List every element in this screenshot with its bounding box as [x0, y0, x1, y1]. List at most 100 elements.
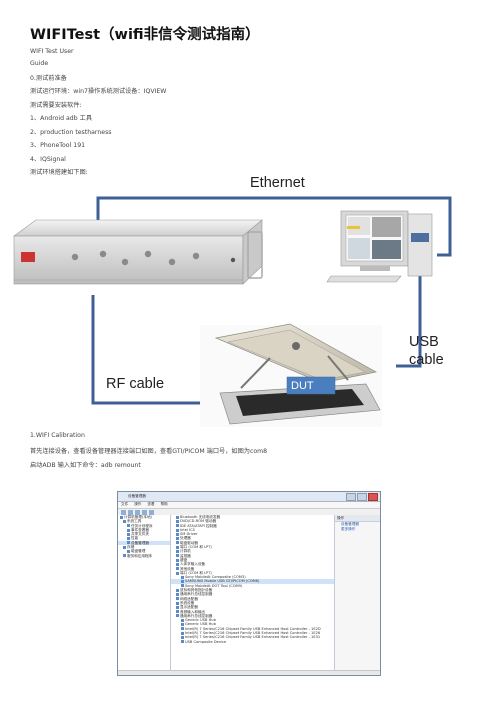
device-icon	[176, 545, 179, 549]
tree-row-label: 计算机管理(本地)	[124, 515, 152, 519]
tree-row[interactable]: 事件查看器	[118, 528, 170, 532]
device-icon	[176, 567, 179, 571]
tree-row-label: 端口 (COM 和 LPT)	[180, 545, 212, 550]
tree-row-label: 音频输入和输出	[180, 609, 206, 614]
device-icon	[181, 623, 184, 627]
device-icon	[176, 524, 179, 528]
tree-row[interactable]: Intel ICS	[171, 528, 334, 532]
tree-row[interactable]: USB Composite Device	[171, 640, 334, 644]
tree-row-label: 端口 (COM 和 LPT)	[180, 570, 212, 575]
tree-row[interactable]: 键盘	[171, 558, 334, 562]
device-icon	[176, 601, 179, 605]
device-icon	[176, 519, 179, 523]
tree-row-label: Sony MobileAt Composite (COM3)	[185, 575, 246, 580]
tree-row[interactable]: IDE ATA/ATAPI 控制器	[171, 524, 334, 528]
device-icon	[127, 541, 130, 545]
tree-row[interactable]: Sony MobileAt DOT Tool (COM9)	[171, 584, 334, 588]
tree-row-label: Intel ICS	[180, 527, 195, 532]
tree-row[interactable]: 显示适配器	[171, 605, 334, 609]
device-icon	[127, 532, 130, 536]
tree-row[interactable]: Intel(R) 7 Series/C216 Chipset Family US…	[171, 635, 334, 639]
window-title: 设备管理器	[128, 494, 146, 498]
tree-row[interactable]: 计算机	[171, 549, 334, 553]
shield-box	[200, 323, 382, 427]
tree-row[interactable]: 设备管理器	[118, 540, 170, 546]
tree-row-label: 通用串行总线控制器	[180, 613, 213, 618]
help-icon[interactable]	[142, 510, 147, 515]
menu-help[interactable]: 帮助	[160, 502, 168, 506]
tree-row-label: 网络适配器	[180, 596, 198, 601]
tree-row[interactable]: 共享文件夹	[118, 532, 170, 536]
device-icon	[176, 528, 179, 532]
tree-row[interactable]: 端口 (COM 和 LPT)	[171, 571, 334, 575]
tree-row[interactable]: 其他设备	[171, 567, 334, 571]
menu-action[interactable]: 操作	[134, 502, 142, 506]
tree-row[interactable]: 端口 (COM 和 LPT)	[171, 545, 334, 549]
test-pc	[326, 210, 433, 283]
tree-row[interactable]: SM Driver	[171, 532, 334, 536]
tree-row[interactable]: 计算机管理(本地)	[118, 515, 170, 519]
tree-row[interactable]: SAMSUNG Mobile USB GTI/PICOM (COM8)	[171, 579, 334, 584]
tree-row-label: Intel(R) 7 Series/C216 Chipset Family US…	[185, 631, 321, 636]
back-icon[interactable]	[121, 510, 126, 515]
actions-item[interactable]: 设备管理器	[341, 522, 359, 526]
menu-view[interactable]: 查看	[147, 502, 155, 506]
device-icon	[127, 537, 130, 541]
properties-icon[interactable]	[135, 510, 140, 515]
tree-row[interactable]: DVD/CD-ROM 驱动器	[171, 519, 334, 523]
tree-row[interactable]: 任务计划程序	[118, 524, 170, 528]
tree-row[interactable]: Bluetooth 无线电收发器	[171, 515, 334, 519]
tree-row[interactable]: Sony MobileAt Composite (COM3)	[171, 575, 334, 579]
tree-row[interactable]: 音频输入和输出	[171, 610, 334, 614]
actions-pane: 操作 设备管理器 更多操作	[335, 515, 380, 675]
doc-line: 0.测试前准备	[30, 75, 67, 82]
window-titlebar: 设备管理器	[118, 492, 380, 502]
status-bar	[118, 670, 380, 675]
minimize-icon[interactable]	[346, 493, 356, 501]
tree-row-label: 系统设备	[180, 600, 195, 605]
test-setup-diagram	[13, 196, 452, 427]
tree-row-label: Bluetooth 无线电收发器	[180, 515, 221, 519]
device-icon	[176, 532, 179, 536]
tree-row[interactable]: 性能	[118, 536, 170, 540]
tree-row[interactable]: 系统工具	[118, 519, 170, 523]
tree-row[interactable]: 磁盘驱动器	[171, 541, 334, 545]
tree-row[interactable]: 系统设备	[171, 601, 334, 605]
tree-row[interactable]: Generic USB Hub	[171, 618, 334, 622]
device-icon	[181, 640, 184, 644]
tree-row[interactable]: 鼠标和其他指针设备	[171, 588, 334, 592]
tree-row[interactable]: Intel(R) 7 Series/C216 Chipset Family US…	[171, 627, 334, 631]
actions-item[interactable]: 更多操作	[341, 527, 356, 531]
close-icon[interactable]	[368, 493, 378, 501]
tree-row[interactable]: 网络适配器	[171, 597, 334, 601]
tree-row-label: 处理器	[180, 536, 191, 541]
tree-row[interactable]: 存储	[118, 545, 170, 549]
tree-row[interactable]: 通用串行总线控制器	[171, 614, 334, 618]
doc-line: 测试环境搭建如下图:	[30, 169, 88, 176]
dut-label: DUT	[291, 380, 314, 392]
tree-row[interactable]: 人体学输入设备	[171, 562, 334, 566]
menu-bar: 文件 操作 查看 帮助	[118, 502, 380, 509]
forward-icon[interactable]	[128, 510, 133, 515]
tree-row[interactable]: 处理器	[171, 536, 334, 540]
device-icon	[123, 554, 126, 558]
device-icon	[123, 545, 126, 549]
tree-row[interactable]: Generic USB Hub	[171, 622, 334, 626]
scan-icon[interactable]	[149, 510, 154, 515]
device-icon	[176, 571, 179, 575]
tree-row[interactable]: 通用串行总线控制器	[171, 592, 334, 596]
dut-box	[286, 376, 336, 395]
tree-row[interactable]: 磁盘管理	[118, 549, 170, 553]
tree-row-label: 鼠标和其他指针设备	[180, 588, 213, 593]
tree-row[interactable]: Intel(R) 7 Series/C216 Chipset Family US…	[171, 631, 334, 635]
menu-file[interactable]: 文件	[121, 502, 129, 506]
usb-cable	[396, 275, 422, 368]
tree-row[interactable]: 服务和应用程序	[118, 554, 170, 558]
device-icon	[181, 575, 184, 579]
device-icon	[176, 558, 179, 562]
maximize-icon[interactable]	[357, 493, 367, 501]
tree-row[interactable]: 监视器	[171, 554, 334, 558]
doc-line: WIFI Test User	[30, 48, 74, 55]
console-tree: 计算机管理(本地)系统工具任务计划程序事件查看器共享文件夹性能设备管理器存储磁盘…	[118, 515, 171, 675]
device-icon	[176, 592, 179, 596]
